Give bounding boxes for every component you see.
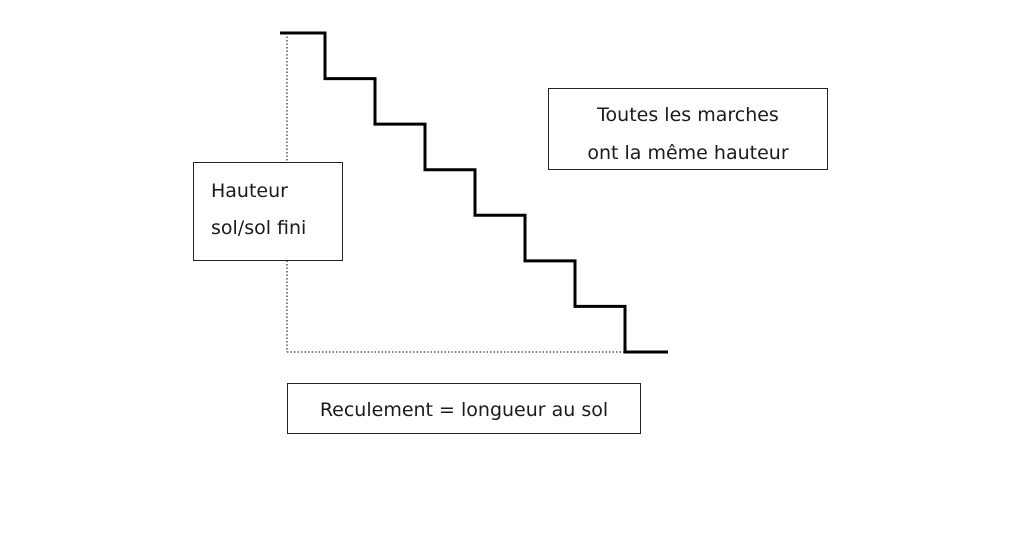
setback-label: Reculement = longueur au sol [319,399,609,421]
steps-label-line2: ont la même hauteur [587,142,789,164]
height-label-box: Hauteur sol/sol fini [193,162,343,261]
steps-label-box: Toutes les marches ont la même hauteur [548,88,828,170]
steps-label-line1: Toutes les marches [597,104,779,126]
height-label-line1: Hauteur [211,180,288,202]
height-label-line2: sol/sol fini [211,217,307,239]
stair-profile [280,31,668,354]
stair-outline [280,31,668,354]
setback-label-box: Reculement = longueur au sol [287,383,641,434]
